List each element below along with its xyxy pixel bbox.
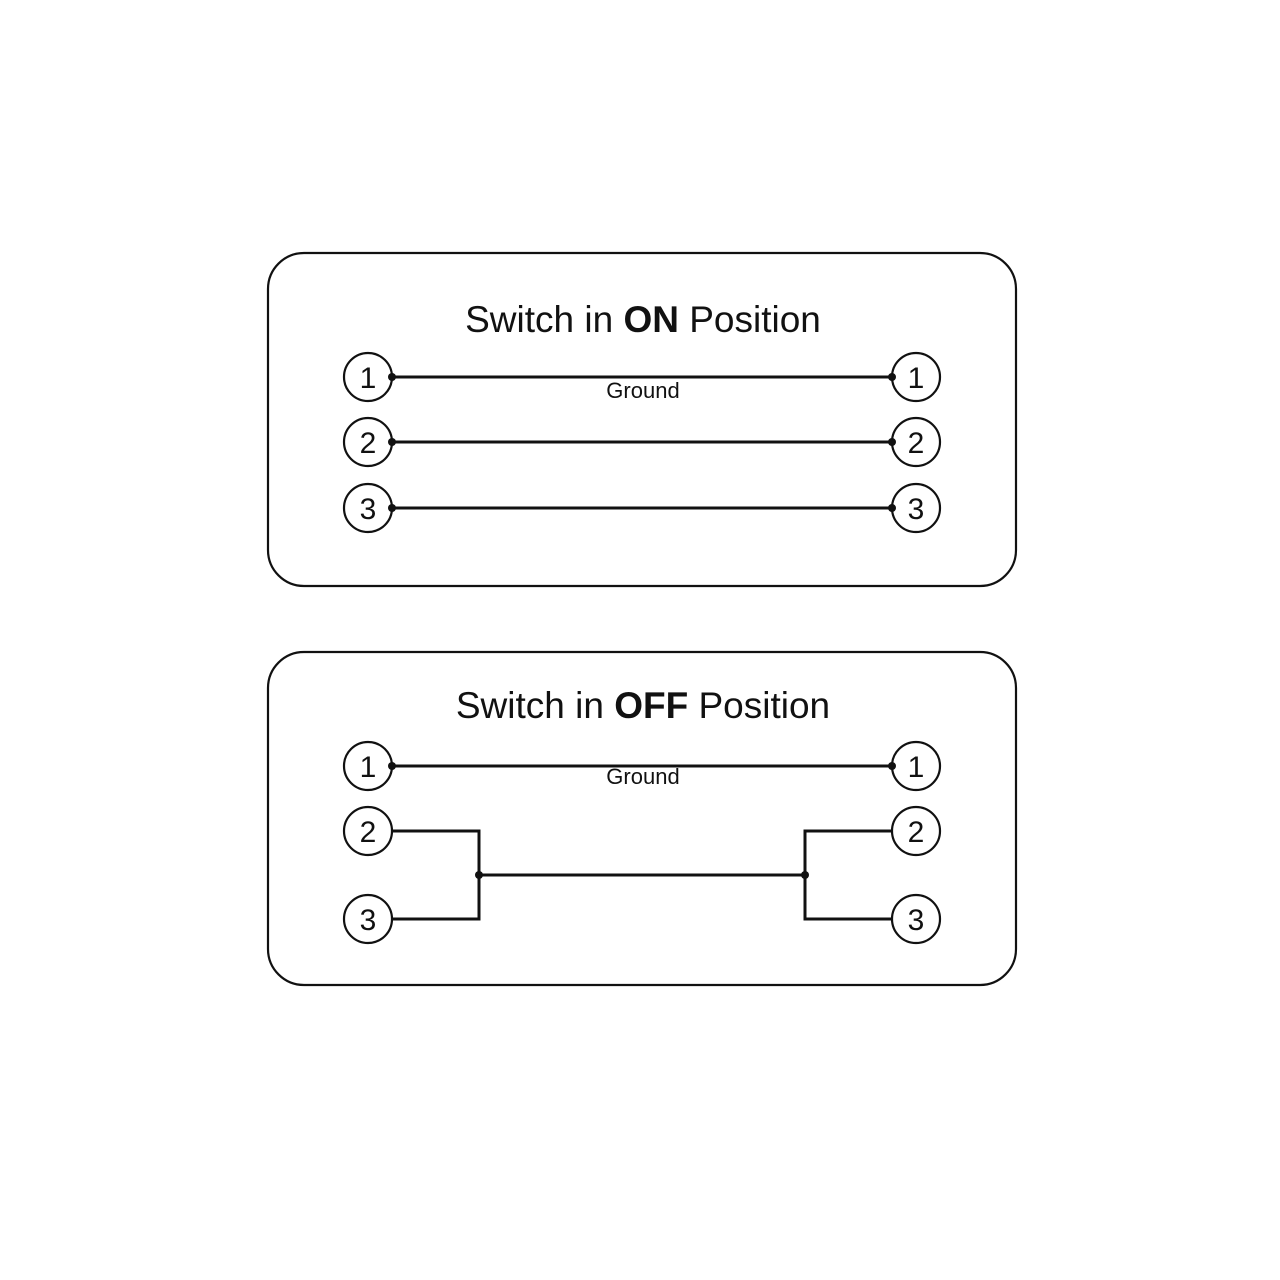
- off-junction-dot: [801, 871, 809, 879]
- on-left-pin-3: 3: [342, 482, 394, 534]
- on-junction-dot: [388, 504, 396, 512]
- off-state-word: OFF: [614, 685, 688, 726]
- svg-text:1: 1: [908, 751, 925, 784]
- on-position-panel: Switch in ON Position Ground 1 2 3 1 2: [266, 251, 1018, 588]
- svg-text:3: 3: [360, 904, 377, 937]
- off-right-pin-1: 1: [890, 740, 942, 792]
- off-junction-dot: [388, 762, 396, 770]
- svg-text:2: 2: [360, 427, 377, 460]
- svg-text:1: 1: [360, 751, 377, 784]
- off-panel-border: [266, 650, 1018, 987]
- off-right-pin-2: 2: [890, 805, 942, 857]
- on-ground-label: Ground: [606, 378, 679, 403]
- on-junction-dot: [888, 504, 896, 512]
- on-left-pin-1: 1: [342, 351, 394, 403]
- on-right-pin-2: 2: [890, 416, 942, 468]
- on-right-pin-1: 1: [890, 351, 942, 403]
- off-left-pin-3: 3: [342, 893, 394, 945]
- svg-text:2: 2: [908, 816, 925, 849]
- on-panel-title: Switch in ON Position: [465, 299, 821, 340]
- on-right-pin-3: 3: [890, 482, 942, 534]
- off-junction-dot: [888, 762, 896, 770]
- svg-text:2: 2: [908, 427, 925, 460]
- svg-text:3: 3: [908, 493, 925, 526]
- off-junction-dot: [475, 871, 483, 879]
- off-panel-title: Switch in OFF Position: [456, 685, 830, 726]
- svg-text:3: 3: [360, 493, 377, 526]
- on-state-word: ON: [623, 299, 679, 340]
- svg-text:1: 1: [360, 362, 377, 395]
- off-ground-label: Ground: [606, 764, 679, 789]
- svg-text:3: 3: [908, 904, 925, 937]
- on-junction-dot: [388, 373, 396, 381]
- svg-text:2: 2: [360, 816, 377, 849]
- on-junction-dot: [888, 438, 896, 446]
- on-junction-dot: [388, 438, 396, 446]
- on-panel-border: [266, 251, 1018, 588]
- on-left-pin-2: 2: [342, 416, 394, 468]
- off-right-pin-3: 3: [890, 893, 942, 945]
- off-left-pin-2: 2: [342, 805, 394, 857]
- off-left-pin-1: 1: [342, 740, 394, 792]
- svg-text:1: 1: [908, 362, 925, 395]
- off-position-panel: Switch in OFF Position Ground 1 2 3 1: [266, 650, 1018, 987]
- on-junction-dot: [888, 373, 896, 381]
